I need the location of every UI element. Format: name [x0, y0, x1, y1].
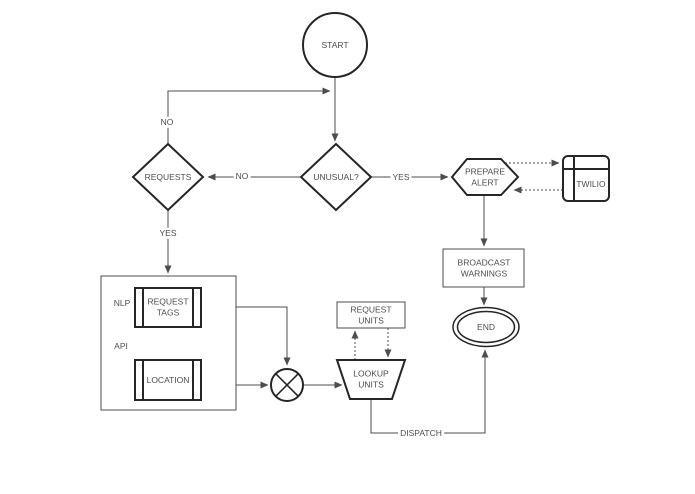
broadcast-warnings-node	[442, 248, 525, 288]
api-caption: API	[114, 340, 128, 351]
unusual-decision-node	[299, 142, 373, 212]
edge-label-no-mid: NO	[233, 170, 251, 182]
location-node	[134, 359, 202, 401]
unusual-label: UNUSUAL?	[313, 171, 359, 182]
request-tags-node	[134, 287, 202, 328]
location-label: LOCATION	[146, 374, 190, 385]
edge-label-yes-right: YES	[390, 171, 412, 183]
twilio-label: TWILIO	[576, 178, 606, 189]
requests-label: REQUESTS	[144, 171, 192, 182]
edge-requests-no-loop	[167, 87, 331, 144]
start-label: START	[321, 39, 349, 50]
broadcast-warnings-label: BROADCAST WARNINGS	[457, 257, 511, 279]
edge-label-yes-down: YES	[157, 227, 179, 239]
twilio-internal-storage-node	[562, 155, 610, 202]
start-node	[302, 12, 368, 78]
lookup-units-label: LOOKUP UNITS	[353, 368, 389, 390]
lookup-units-node	[335, 359, 407, 400]
request-tags-label: REQUEST TAGS	[147, 296, 189, 318]
edge-label-dispatch: DISPATCH	[398, 427, 444, 439]
requests-decision-node	[131, 142, 205, 212]
end-label: END	[477, 321, 495, 332]
end-node	[452, 306, 520, 348]
nlp-caption: NLP	[113, 297, 131, 308]
xor-junction-icon	[270, 368, 304, 402]
prepare-alert-label: PREPARE ALERT	[465, 166, 505, 188]
prepare-alert-node	[450, 158, 520, 196]
request-units-label: REQUEST UNITS	[350, 304, 392, 326]
edge-label-no-loop: NO	[158, 116, 176, 128]
request-units-node	[336, 301, 406, 329]
